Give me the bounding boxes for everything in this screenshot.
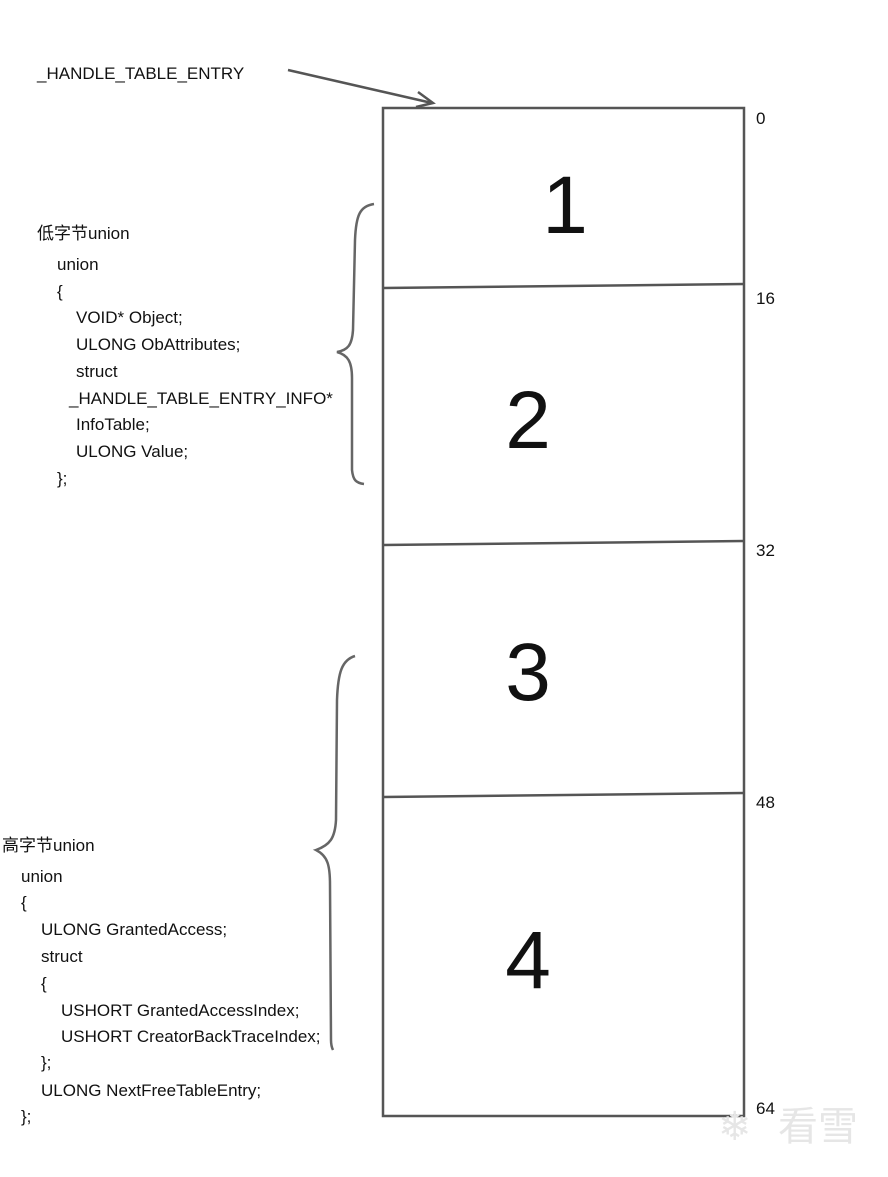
low-union-brace <box>336 202 375 486</box>
watermark: ❄ 看雪 <box>718 1105 858 1149</box>
code-line: { <box>21 893 27 912</box>
code-line: struct <box>76 362 118 381</box>
memory-box <box>381 106 746 1118</box>
segment-2: 2 <box>505 375 551 466</box>
code-line: }; <box>41 1053 51 1072</box>
code-line: { <box>41 974 47 993</box>
high-union-code: 高字节union union { ULONG GrantedAccess; st… <box>2 836 321 1126</box>
offset-16: 16 <box>756 289 775 308</box>
code-line: ULONG GrantedAccess; <box>41 920 227 939</box>
code-line: { <box>57 282 63 301</box>
divider-48 <box>382 791 745 799</box>
struct-name-label: _HANDLE_TABLE_ENTRY <box>36 64 244 83</box>
segment-3: 3 <box>505 627 551 718</box>
divider-32 <box>382 539 745 547</box>
low-union-heading: 低字节union <box>37 224 130 243</box>
pointer-arrow <box>287 68 436 109</box>
divider-16 <box>382 282 745 290</box>
segment-4: 4 <box>505 915 551 1006</box>
code-line: USHORT CreatorBackTraceIndex; <box>61 1027 321 1046</box>
low-union-code: 低字节union union { VOID* Object; ULONG ObA… <box>37 224 333 488</box>
segment-1: 1 <box>542 160 588 251</box>
watermark-text: 看雪 <box>778 1105 858 1149</box>
code-line: ULONG ObAttributes; <box>76 335 240 354</box>
code-line: VOID* Object; <box>76 308 183 327</box>
code-line: ULONG Value; <box>76 442 188 461</box>
code-line: struct <box>41 947 83 966</box>
code-line: InfoTable; <box>76 415 150 434</box>
code-line: ULONG NextFreeTableEntry; <box>41 1081 261 1100</box>
code-line: union <box>57 255 99 274</box>
code-line: }; <box>21 1107 31 1126</box>
offset-48: 48 <box>756 793 775 812</box>
offset-32: 32 <box>756 541 775 560</box>
offset-0: 0 <box>756 109 765 128</box>
high-union-heading: 高字节union <box>2 836 95 855</box>
offset-64: 64 <box>756 1099 775 1118</box>
snowflake-icon: ❄ <box>718 1105 752 1149</box>
high-union-brace <box>312 654 356 1051</box>
code-line: USHORT GrantedAccessIndex; <box>61 1001 299 1020</box>
code-line: _HANDLE_TABLE_ENTRY_INFO* <box>68 389 333 408</box>
code-line: }; <box>57 469 67 488</box>
code-line: union <box>21 867 63 886</box>
